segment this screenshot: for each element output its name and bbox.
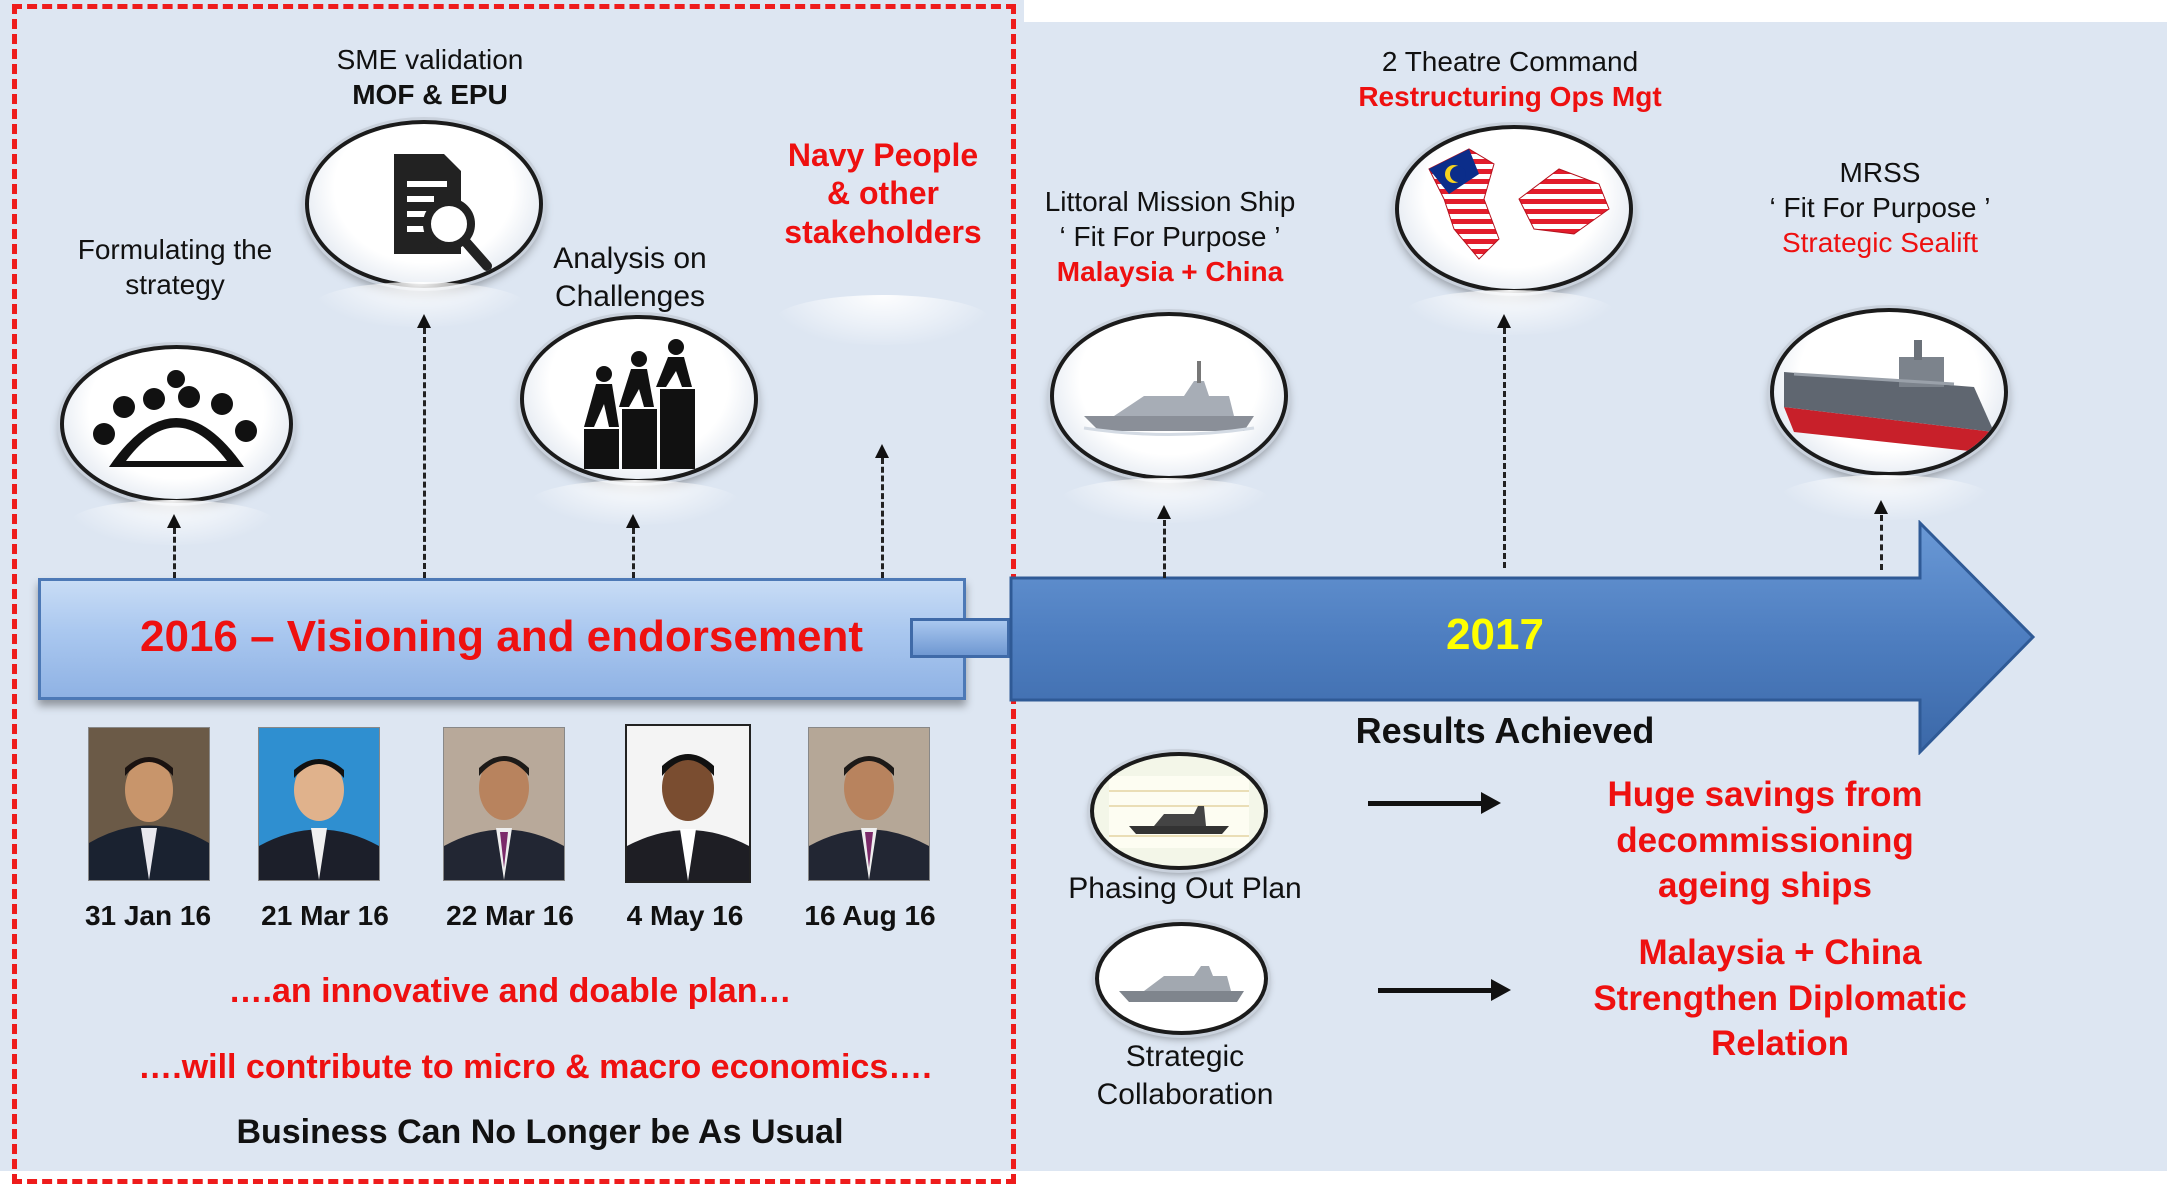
arrow-head	[875, 444, 889, 458]
milestone-formulating-oval	[60, 345, 293, 503]
arrow-head	[417, 314, 431, 328]
milestone-sme-label: SME validation MOF & EPU	[290, 42, 570, 112]
portrait-photo	[443, 727, 565, 881]
result-arrow	[1378, 979, 1511, 1001]
meeting-table-icon	[93, 370, 257, 467]
section-2016-frame	[12, 4, 1016, 1184]
reflection	[775, 295, 990, 345]
connector-line	[1503, 328, 1506, 568]
arrow-head	[1157, 505, 1171, 519]
portrait-photo	[625, 724, 751, 883]
milestone-formulating-label: Formulating the strategy	[77, 234, 273, 300]
arrow-head	[1497, 314, 1511, 328]
connector-line	[881, 458, 884, 578]
lms-title: Littoral Mission Ship	[1044, 186, 1296, 217]
timeline-bar-2016	[38, 578, 966, 700]
result-diplomatic-relation: Malaysia + China Strengthen Diplomatic R…	[1593, 933, 1967, 1063]
milestone-navy-people-label: Navy People & other stakeholders	[784, 137, 982, 250]
date-label: 4 May 16	[626, 900, 744, 931]
connector-line	[173, 528, 176, 578]
bar-2016-year: 2016 –	[140, 612, 275, 661]
arrow-head	[626, 514, 640, 528]
milestone-mrss-oval	[1770, 308, 2008, 476]
phasing-out-label: Phasing Out Plan	[1068, 872, 1302, 905]
malaysia-flag-map-icon	[1428, 148, 1610, 260]
portrait-photo	[808, 727, 930, 881]
connector-line	[1880, 515, 1883, 570]
timeline-connector	[910, 618, 1010, 658]
timeline-year-2017: 2017	[1446, 610, 1544, 659]
tagline-economics: ….will contribute to micro & macro econo…	[138, 1048, 932, 1086]
result-arrow	[1368, 792, 1501, 814]
date-label: 16 Aug 16	[804, 900, 936, 931]
connector-line	[423, 328, 426, 578]
result-huge-savings: Huge savings from decommissioning ageing…	[1607, 775, 1923, 905]
document-search-icon	[394, 154, 492, 271]
theatre-subtitle: Restructuring Ops Mgt	[1358, 81, 1662, 112]
arrow-head	[167, 514, 181, 528]
portrait-photo	[258, 727, 380, 881]
milestone-theatre-oval	[1395, 125, 1633, 293]
mrss-subtitle: Strategic Sealift	[1781, 227, 1979, 258]
mrss-title: MRSS	[1839, 157, 1921, 188]
bar-2016-text: Visioning and endorsement	[274, 612, 863, 661]
navy-ship-icon	[1119, 966, 1244, 1002]
strategic-collab-oval	[1095, 922, 1268, 1035]
timeline-bar-2016-label: 2016 – Visioning and endorsement	[140, 612, 863, 662]
reflection	[1405, 290, 1615, 335]
milestone-lms-oval	[1050, 312, 1288, 480]
phasing-out-oval	[1090, 752, 1268, 870]
tagline-business-usual: Business Can No Longer be As Usual	[236, 1113, 844, 1151]
arrow-head	[1874, 500, 1888, 514]
date-label: 31 Jan 16	[84, 900, 212, 931]
sme-subtitle: MOF & EPU	[352, 79, 508, 110]
milestone-sme-oval	[305, 120, 543, 288]
portrait-photo	[88, 727, 210, 881]
date-label: 21 Mar 16	[261, 900, 389, 931]
milestone-analysis-label: Analysis on Challenges	[553, 242, 707, 313]
milestone-analysis-oval	[520, 315, 758, 483]
strategic-collab-label: Strategic Collaboration	[1096, 1040, 1274, 1111]
climbing-steps-icon	[584, 339, 695, 469]
connector-line	[1163, 520, 1166, 578]
timeline-arrow-2017	[1009, 520, 2036, 755]
tagline-innovative: ….an innovative and doable plan…	[228, 972, 792, 1010]
navy-ship-icon	[1083, 361, 1255, 436]
results-title: Results Achieved	[1355, 710, 1655, 751]
lms-fit-for-purpose: ‘ Fit For Purpose ’	[1059, 221, 1281, 252]
theatre-title: 2 Theatre Command	[1381, 46, 1639, 77]
date-label: 22 Mar 16	[446, 900, 574, 931]
connector-line	[632, 528, 635, 578]
mrss-ship-icon	[1784, 340, 1994, 452]
milestone-theatre-label: 2 Theatre Command Restructuring Ops Mgt	[1330, 44, 1690, 114]
phasing-chart-ship-icon	[1109, 776, 1249, 848]
milestone-lms-label: Littoral Mission Ship ‘ Fit For Purpose …	[1030, 184, 1310, 289]
lms-partner: Malaysia + China	[1056, 256, 1284, 287]
milestone-mrss-label: MRSS ‘ Fit For Purpose ’ Strategic Seali…	[1740, 155, 2020, 260]
sme-title: SME validation	[336, 44, 524, 75]
mrss-fit-for-purpose: ‘ Fit For Purpose ’	[1769, 192, 1991, 223]
